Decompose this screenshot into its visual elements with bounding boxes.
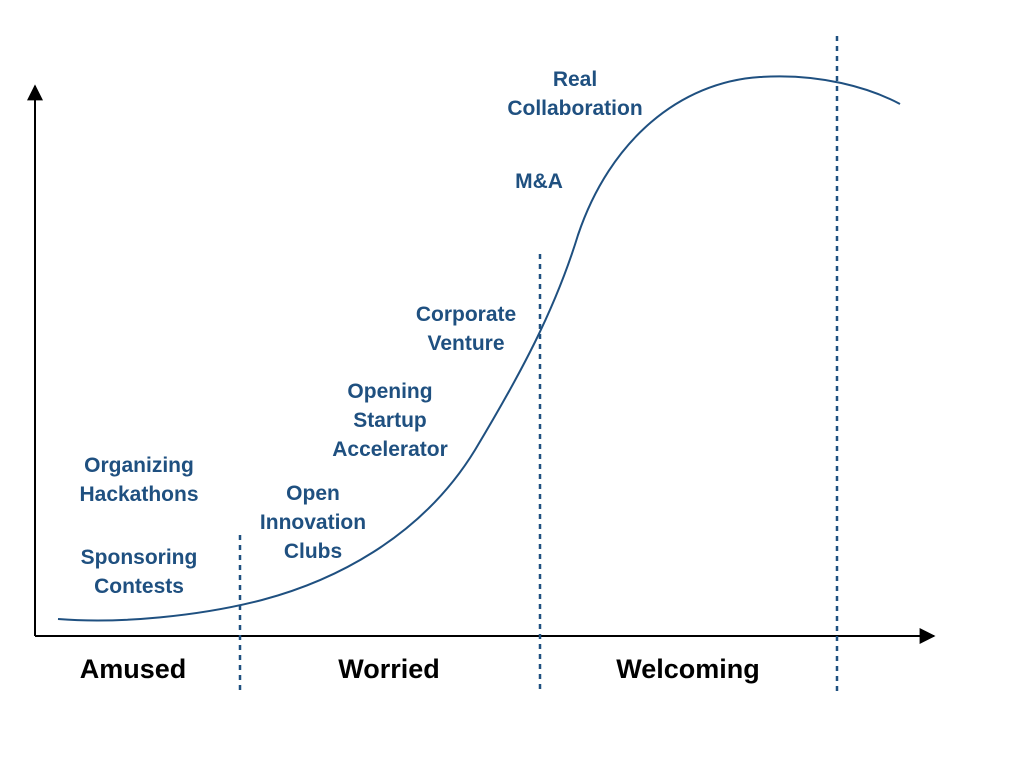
stage-label-real-collaboration: Real Collaboration — [507, 68, 643, 120]
stage-label-corporate-venture: Corporate Venture — [415, 303, 517, 355]
stage-label-sponsoring-contests: Sponsoring Contests — [80, 546, 198, 598]
stage-label-opening-startup-accelerator: Opening Startup Accelerator — [332, 380, 448, 461]
stage-label-m-and-a: M&A — [515, 170, 563, 193]
phase-label-welcoming: Welcoming — [616, 654, 760, 684]
stage-label-open-innovation-clubs: Open Innovation Clubs — [259, 482, 367, 563]
phase-label-worried: Worried — [338, 654, 440, 684]
adoption-curve — [57, 75, 901, 622]
stage-label-organizing-hackathons: Organizing Hackathons — [79, 454, 199, 506]
phase-label-amused: Amused — [79, 654, 187, 684]
